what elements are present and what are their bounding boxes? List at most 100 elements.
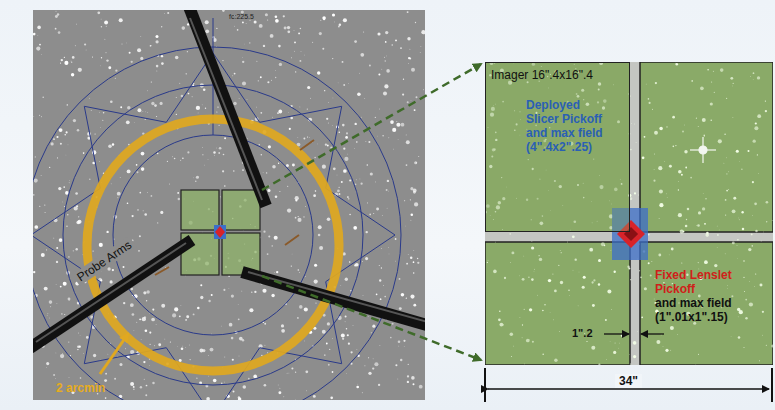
star — [126, 120, 130, 124]
star — [561, 252, 562, 253]
star — [349, 214, 350, 215]
star — [156, 40, 159, 43]
star — [393, 148, 395, 150]
star — [152, 382, 155, 385]
star — [325, 144, 327, 146]
star — [313, 395, 316, 398]
star — [376, 208, 379, 211]
star — [539, 258, 542, 261]
star — [705, 198, 706, 199]
star — [258, 80, 259, 81]
star — [542, 353, 544, 355]
star — [383, 56, 385, 58]
star — [405, 134, 407, 136]
star — [85, 49, 87, 51]
star — [133, 122, 135, 124]
star — [89, 97, 91, 99]
star — [408, 364, 409, 365]
star — [531, 246, 534, 249]
star — [101, 26, 102, 27]
star — [685, 167, 687, 169]
star — [402, 94, 404, 96]
dimension-tick — [771, 368, 773, 402]
star — [738, 336, 741, 339]
star — [197, 307, 200, 310]
star — [732, 85, 734, 87]
star — [670, 349, 672, 351]
star — [143, 210, 144, 211]
star — [591, 346, 595, 350]
star — [745, 317, 747, 319]
star — [522, 324, 523, 325]
star — [582, 286, 585, 289]
star — [598, 259, 601, 262]
star — [656, 340, 660, 344]
star — [413, 189, 417, 193]
star — [368, 372, 371, 375]
star — [106, 59, 108, 61]
star — [68, 298, 71, 301]
star — [411, 376, 415, 380]
star — [291, 367, 293, 369]
star — [519, 275, 521, 277]
star — [337, 82, 339, 84]
star — [754, 126, 758, 130]
star — [56, 303, 58, 305]
star — [67, 214, 68, 215]
star — [105, 25, 107, 27]
star — [531, 278, 534, 281]
star — [662, 345, 664, 347]
star — [339, 23, 341, 25]
star — [493, 270, 497, 274]
star — [78, 332, 80, 334]
star — [648, 234, 650, 236]
star — [49, 300, 53, 304]
star — [532, 341, 534, 343]
star — [753, 72, 755, 74]
star — [70, 355, 71, 356]
star — [110, 100, 113, 103]
star — [739, 310, 743, 314]
star — [613, 351, 616, 354]
star — [345, 315, 347, 317]
star — [238, 397, 241, 400]
star — [762, 311, 764, 313]
star — [324, 90, 325, 91]
star — [298, 32, 300, 34]
star — [310, 97, 312, 99]
star — [417, 262, 419, 264]
star — [151, 81, 152, 82]
star — [238, 98, 240, 100]
star — [155, 35, 158, 38]
star — [342, 61, 344, 63]
star — [107, 267, 110, 270]
star — [271, 294, 274, 297]
star — [83, 353, 85, 355]
star — [763, 231, 765, 233]
star — [103, 112, 105, 114]
star — [53, 138, 55, 140]
star — [205, 29, 209, 33]
star — [724, 253, 726, 255]
star — [195, 180, 196, 181]
star — [554, 290, 557, 293]
star — [182, 345, 184, 347]
star — [305, 370, 308, 373]
star — [577, 305, 579, 307]
star — [386, 69, 390, 73]
star — [42, 96, 44, 98]
star — [60, 354, 64, 358]
star — [633, 341, 637, 345]
star — [381, 68, 383, 70]
star — [381, 248, 383, 250]
star — [110, 183, 112, 185]
star — [66, 131, 68, 133]
star — [139, 235, 141, 237]
star — [232, 359, 234, 361]
star — [710, 102, 713, 105]
star — [771, 344, 773, 347]
star — [141, 167, 145, 171]
imager-quadrant — [485, 242, 630, 365]
star — [690, 177, 692, 179]
star — [287, 208, 291, 212]
